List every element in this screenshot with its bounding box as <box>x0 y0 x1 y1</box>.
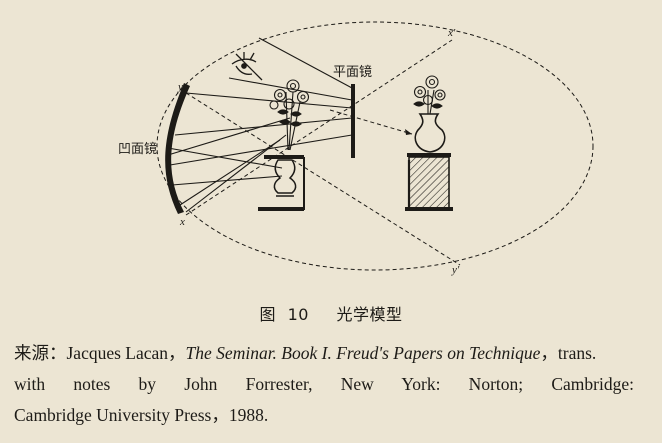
concave-mirror <box>165 83 190 214</box>
plane-mirror <box>351 84 355 158</box>
plane-mirror-label: 平面镜 <box>333 65 372 80</box>
point-x-prime-label: x' <box>447 27 456 39</box>
point-y-prime-label: y' <box>451 264 460 276</box>
dashed-ellipse <box>156 21 594 271</box>
point-x-label: x <box>179 216 185 228</box>
concave-mirror-label: 凹面镜 <box>118 142 157 157</box>
image-pedestal <box>407 156 450 210</box>
axis-y-yprime <box>185 92 461 266</box>
real-flowers <box>269 79 310 151</box>
figure-number: 10 <box>287 305 309 324</box>
box-with-vase <box>258 155 305 211</box>
point-y-label: y <box>177 81 183 93</box>
source-trans: ，trans. <box>540 343 597 363</box>
hidden-vase <box>273 159 297 194</box>
source-citation: 来源：Jacques Lacan，The Seminar. Book I. Fr… <box>14 338 634 431</box>
source-line-1: 来源：Jacques Lacan，The Seminar. Book I. Fr… <box>14 338 634 369</box>
figure-label: 图 <box>259 305 276 324</box>
image-vase <box>414 113 446 153</box>
source-line-2: with notes by John Forrester, New York: … <box>14 374 634 394</box>
image-pedestal-base <box>405 207 453 211</box>
optical-model-diagram: 平面镜 凹面镜 x' y' y x <box>118 21 594 276</box>
source-book-title: The Seminar. Book I. Freud's Papers on T… <box>185 343 541 363</box>
source-author: Jacques Lacan， <box>66 343 186 363</box>
ray-arrowhead <box>405 129 412 135</box>
figure-title: 光学模型 <box>336 305 403 324</box>
image-flowers <box>413 75 446 115</box>
image-pedestal-top <box>407 153 451 157</box>
source-line-3: Cambridge University Press，1988. <box>14 405 269 425</box>
figure-caption: 图 10 光学模型 <box>0 301 662 325</box>
light-rays <box>167 37 353 213</box>
eye-icon <box>231 52 263 81</box>
source-prefix: 来源： <box>14 343 67 363</box>
ray-to-image <box>329 109 413 135</box>
